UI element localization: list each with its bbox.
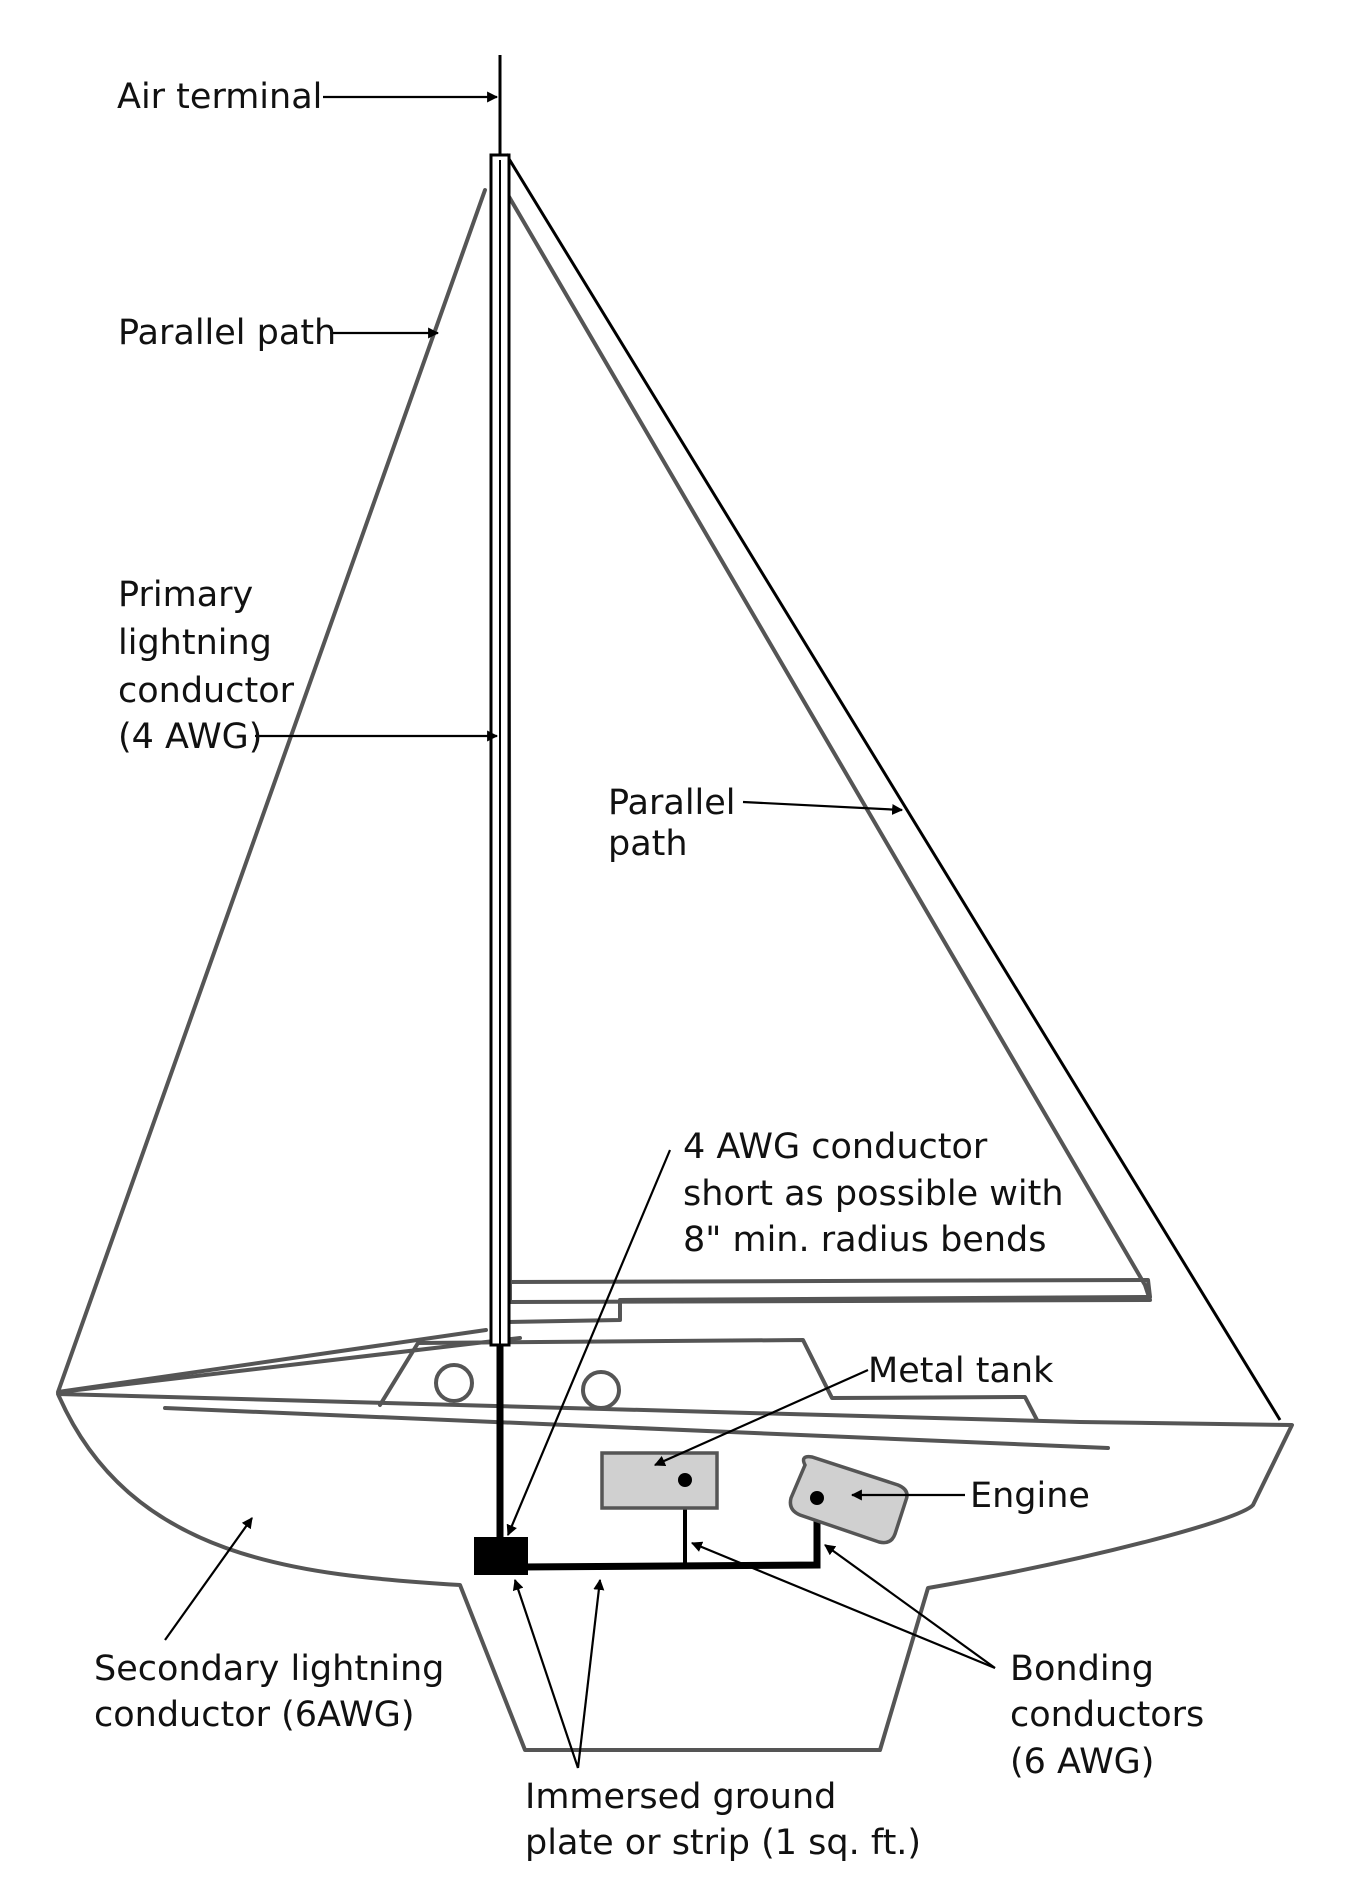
parallel-path-right-arrow	[742, 800, 904, 815]
bonding-arrow-engine	[824, 1544, 996, 1669]
primary-conductor-label: Primary lightning conductor (4 AWG)	[118, 575, 305, 757]
engine	[788, 1454, 909, 1545]
awg4-conductor-arrow	[506, 1149, 672, 1537]
hull-outline	[56, 1392, 1294, 1752]
parallel-path-right-label: Parallel path	[608, 783, 747, 864]
forestay-parallel-path	[504, 153, 1282, 1421]
metal-tank-label: Metal tank	[868, 1351, 1054, 1391]
bonding-conductors-label: Bonding conductors (6 AWG)	[1010, 1649, 1215, 1782]
metal-tank-arrow	[653, 1368, 869, 1467]
cabin-outline	[378, 1338, 1039, 1422]
ground-plate-arrow-2	[576, 1578, 605, 1769]
boom-outline	[506, 1278, 1152, 1324]
sheer-line	[163, 1406, 1110, 1450]
engine-terminal-dot	[810, 1491, 824, 1505]
air-terminal-label: Air terminal	[117, 77, 322, 117]
porthole-1	[434, 1363, 474, 1403]
ground-plate-label: Immersed ground plate or strip (1 sq. ft…	[525, 1777, 921, 1863]
tank-terminal-dot	[678, 1473, 692, 1487]
engine-label: Engine	[970, 1476, 1090, 1516]
secondary-conductor-label: Secondary lightning conductor (6AWG)	[94, 1649, 456, 1735]
ground-plate	[474, 1537, 528, 1575]
awg4-conductor-note: 4 AWG conductor short as possible with 8…	[683, 1127, 1075, 1260]
bonding-arrow-tank	[690, 1541, 996, 1670]
metal-tank	[600, 1451, 719, 1510]
secondary-conductor-arrow	[164, 1517, 253, 1641]
porthole-2	[581, 1370, 621, 1410]
mainsail-outline	[56, 188, 488, 1394]
parallel-path-left-label: Parallel path	[118, 313, 336, 353]
ground-plate-arrow-1	[512, 1578, 580, 1769]
deck-line	[58, 1336, 522, 1394]
